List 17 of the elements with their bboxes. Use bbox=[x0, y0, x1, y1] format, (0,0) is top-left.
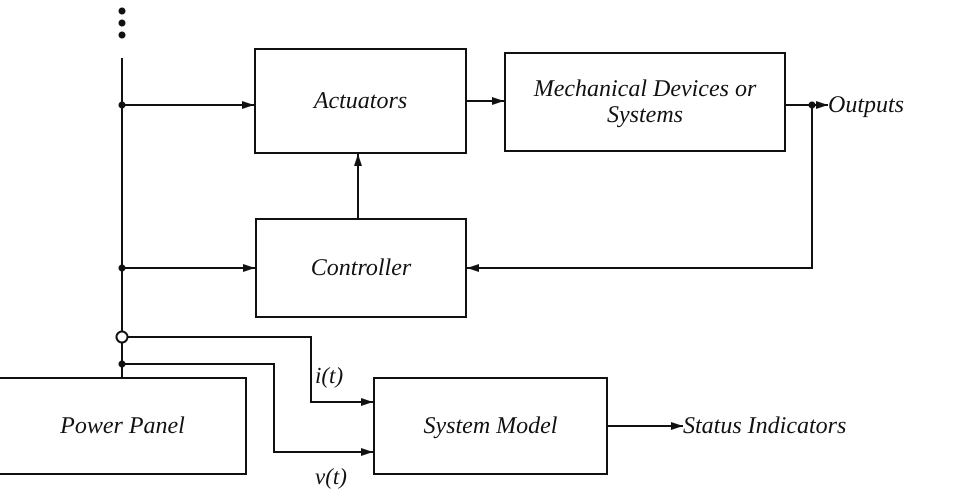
process-box bbox=[0, 377, 247, 475]
process-box bbox=[254, 48, 467, 154]
box-label: Controller bbox=[310, 254, 412, 282]
arrow bbox=[608, 422, 683, 430]
box-label: Power Panel bbox=[60, 412, 185, 440]
output-text: Status Indicators bbox=[683, 412, 846, 440]
process-box bbox=[373, 377, 608, 475]
box-label: System Model bbox=[424, 412, 558, 440]
edge-label: v(t) bbox=[313, 465, 349, 488]
arrow bbox=[354, 154, 362, 218]
output-text: Outputs bbox=[828, 92, 904, 118]
process-box bbox=[504, 52, 786, 152]
arrow bbox=[467, 97, 504, 105]
box-label: Mechanical Devices or Systems bbox=[532, 76, 758, 128]
process-box bbox=[255, 218, 467, 318]
edge-label: i(t) bbox=[313, 364, 346, 387]
box-label: Actuators bbox=[314, 88, 408, 114]
